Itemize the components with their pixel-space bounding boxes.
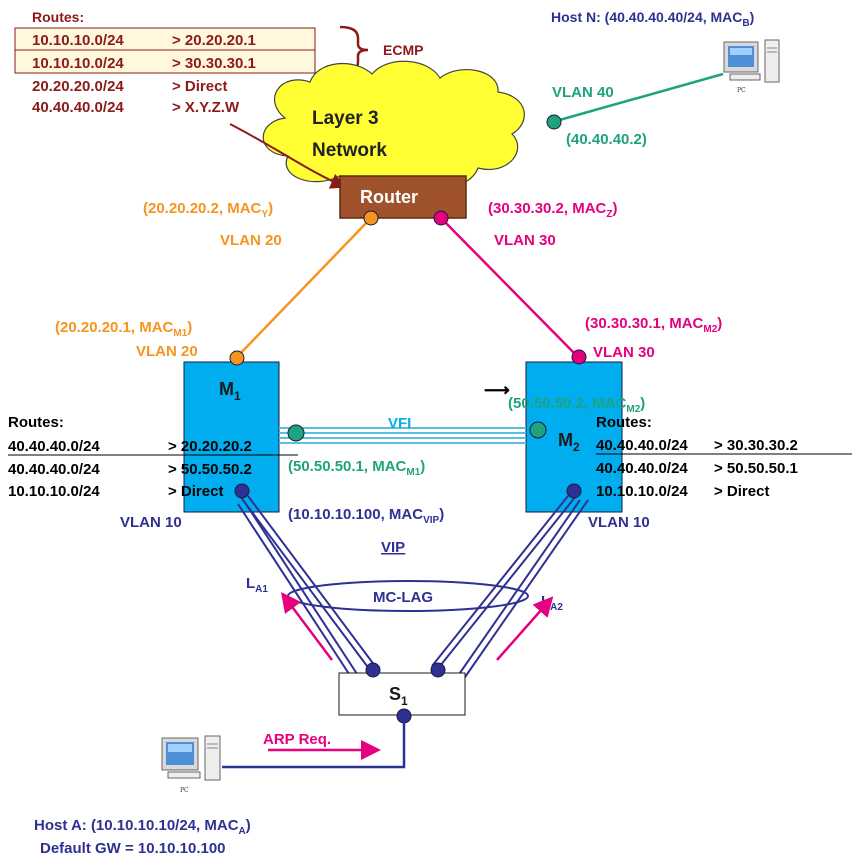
router-left-addr: (20.20.20.2, MACY) [143, 200, 273, 220]
m1-vlan10-label: VLAN 10 [120, 514, 182, 531]
la2-label: LA2 [541, 593, 563, 613]
router-vlan30-port[interactable] [433, 210, 449, 226]
vfi-label: VFI [388, 415, 411, 432]
top-route-next-3: > X.Y.Z.W [172, 99, 240, 116]
router-vlan20-port[interactable] [363, 210, 379, 226]
m1-route-prefix-1: 40.40.40.0/24 [8, 461, 100, 478]
vlan20-link [236, 217, 372, 358]
lag-links [237, 495, 589, 681]
vlan30-link [440, 217, 579, 358]
arp-label: ARP Req. [263, 731, 331, 748]
s1-right-port[interactable] [430, 662, 446, 678]
m1-switch[interactable] [183, 361, 280, 513]
m2-vfi-port[interactable] [529, 421, 547, 439]
host-a-pc-label: PC [180, 787, 189, 794]
top-route-next-2: > Direct [172, 78, 227, 95]
vip-addr: (10.10.10.100, MACVIP) [288, 506, 444, 526]
m1-routes-title: Routes: [8, 414, 64, 431]
m1-route-prefix-0: 40.40.40.0/24 [8, 438, 100, 455]
m2-vlan10-port[interactable] [566, 483, 582, 499]
vip-label: VIP [381, 539, 405, 556]
m1-top-addr: (20.20.20.1, MACM1) [55, 319, 192, 339]
vfi-m1-addr: (50.50.50.1, MACM1) [288, 458, 425, 478]
vlan40-port[interactable] [546, 114, 562, 130]
host-a-link [222, 716, 406, 769]
m2-route-prefix-1: 40.40.40.0/24 [596, 460, 688, 477]
m2-route-next-1: > 50.50.50.1 [714, 460, 798, 477]
top-route-prefix-0: 10.10.10.0/24 [32, 32, 124, 49]
cloud-line2: Network [312, 140, 387, 161]
router-label: Router [360, 187, 418, 207]
m2-route-prefix-0: 40.40.40.0/24 [596, 437, 688, 454]
ecmp-label: ECMP [383, 42, 423, 58]
vlan40-link [555, 72, 724, 123]
cloud-line1: Layer 3 [312, 108, 379, 129]
m2-top-addr: (30.30.30.1, MACM2) [585, 315, 722, 335]
m1-vlan20-port[interactable] [229, 350, 245, 366]
m1-route-next-2: > Direct [168, 483, 223, 500]
m2-routes-title: Routes: [596, 414, 652, 431]
m1-route-next-0: > 20.20.20.2 [168, 438, 252, 455]
m1-route-next-1: > 50.50.50.2 [168, 461, 252, 478]
arrow-marker: ⟶ [484, 380, 510, 400]
top-routes-title: Routes: [32, 9, 84, 25]
top-route-next-1: > 30.30.30.1 [172, 55, 256, 72]
mc-lag-label: MC-LAG [373, 589, 433, 606]
routes-to-router-arrow [229, 123, 347, 189]
vfi-link [279, 427, 526, 444]
router-box[interactable] [339, 175, 467, 219]
cloud-shape [262, 60, 525, 192]
host-a-pc-icon[interactable]: PC [161, 735, 221, 794]
host-a-line2: Default GW = 10.10.10.100 [40, 840, 226, 857]
m2-vlan30-port[interactable] [571, 349, 587, 365]
s1-left-port[interactable] [365, 662, 381, 678]
m2-routes-table: Routes: 40.40.40.0/24 > 30.30.30.2 40.40… [596, 414, 852, 500]
router-left-vlan: VLAN 20 [220, 232, 282, 249]
right-flow-arrow [496, 596, 554, 661]
router-right-addr: (30.30.30.2, MACZ) [488, 200, 618, 220]
vlan40-label: VLAN 40 [552, 84, 614, 101]
vlan40-addr: (40.40.40.2) [566, 131, 647, 148]
la1-label: LA1 [246, 575, 268, 595]
s1-name: S1 [389, 684, 408, 708]
m2-vlan10-label: VLAN 10 [588, 514, 650, 531]
host-n-pc-icon[interactable]: PC [723, 39, 780, 94]
m1-vfi-port[interactable] [287, 424, 305, 442]
top-route-prefix-3: 40.40.40.0/24 [32, 99, 124, 116]
router-right-vlan: VLAN 30 [494, 232, 556, 249]
host-n-pc-label: PC [737, 87, 746, 94]
left-flow-arrow [281, 592, 333, 661]
m2-route-prefix-2: 10.10.10.0/24 [596, 483, 688, 500]
host-n-label: Host N: (40.40.40.40/24, MACB) [551, 9, 754, 29]
host-a-line1: Host A: (10.10.10.10/24, MACA) [34, 817, 251, 837]
top-route-next-0: > 20.20.20.1 [172, 32, 256, 49]
vfi-m2-addr: (50.50.50.2, MACM2) [508, 395, 645, 415]
m1-vlan10-port[interactable] [234, 483, 250, 499]
m2-name: M2 [558, 430, 580, 454]
m2-top-vlan: VLAN 30 [593, 344, 655, 361]
m1-name: M1 [219, 379, 241, 403]
m2-route-next-2: > Direct [714, 483, 769, 500]
top-route-prefix-1: 10.10.10.0/24 [32, 55, 124, 72]
m1-routes-table: Routes: 40.40.40.0/24 > 20.20.20.2 40.40… [8, 414, 298, 500]
m2-route-next-0: > 30.30.30.2 [714, 437, 798, 454]
top-routes-table: Routes: 10.10.10.0/24 > 20.20.20.1 10.10… [14, 9, 423, 116]
layer3-cloud: Layer 3 Network [262, 60, 525, 192]
m1-route-prefix-2: 10.10.10.0/24 [8, 483, 100, 500]
top-route-prefix-2: 20.20.20.0/24 [32, 78, 124, 95]
m1-top-vlan: VLAN 20 [136, 343, 198, 360]
